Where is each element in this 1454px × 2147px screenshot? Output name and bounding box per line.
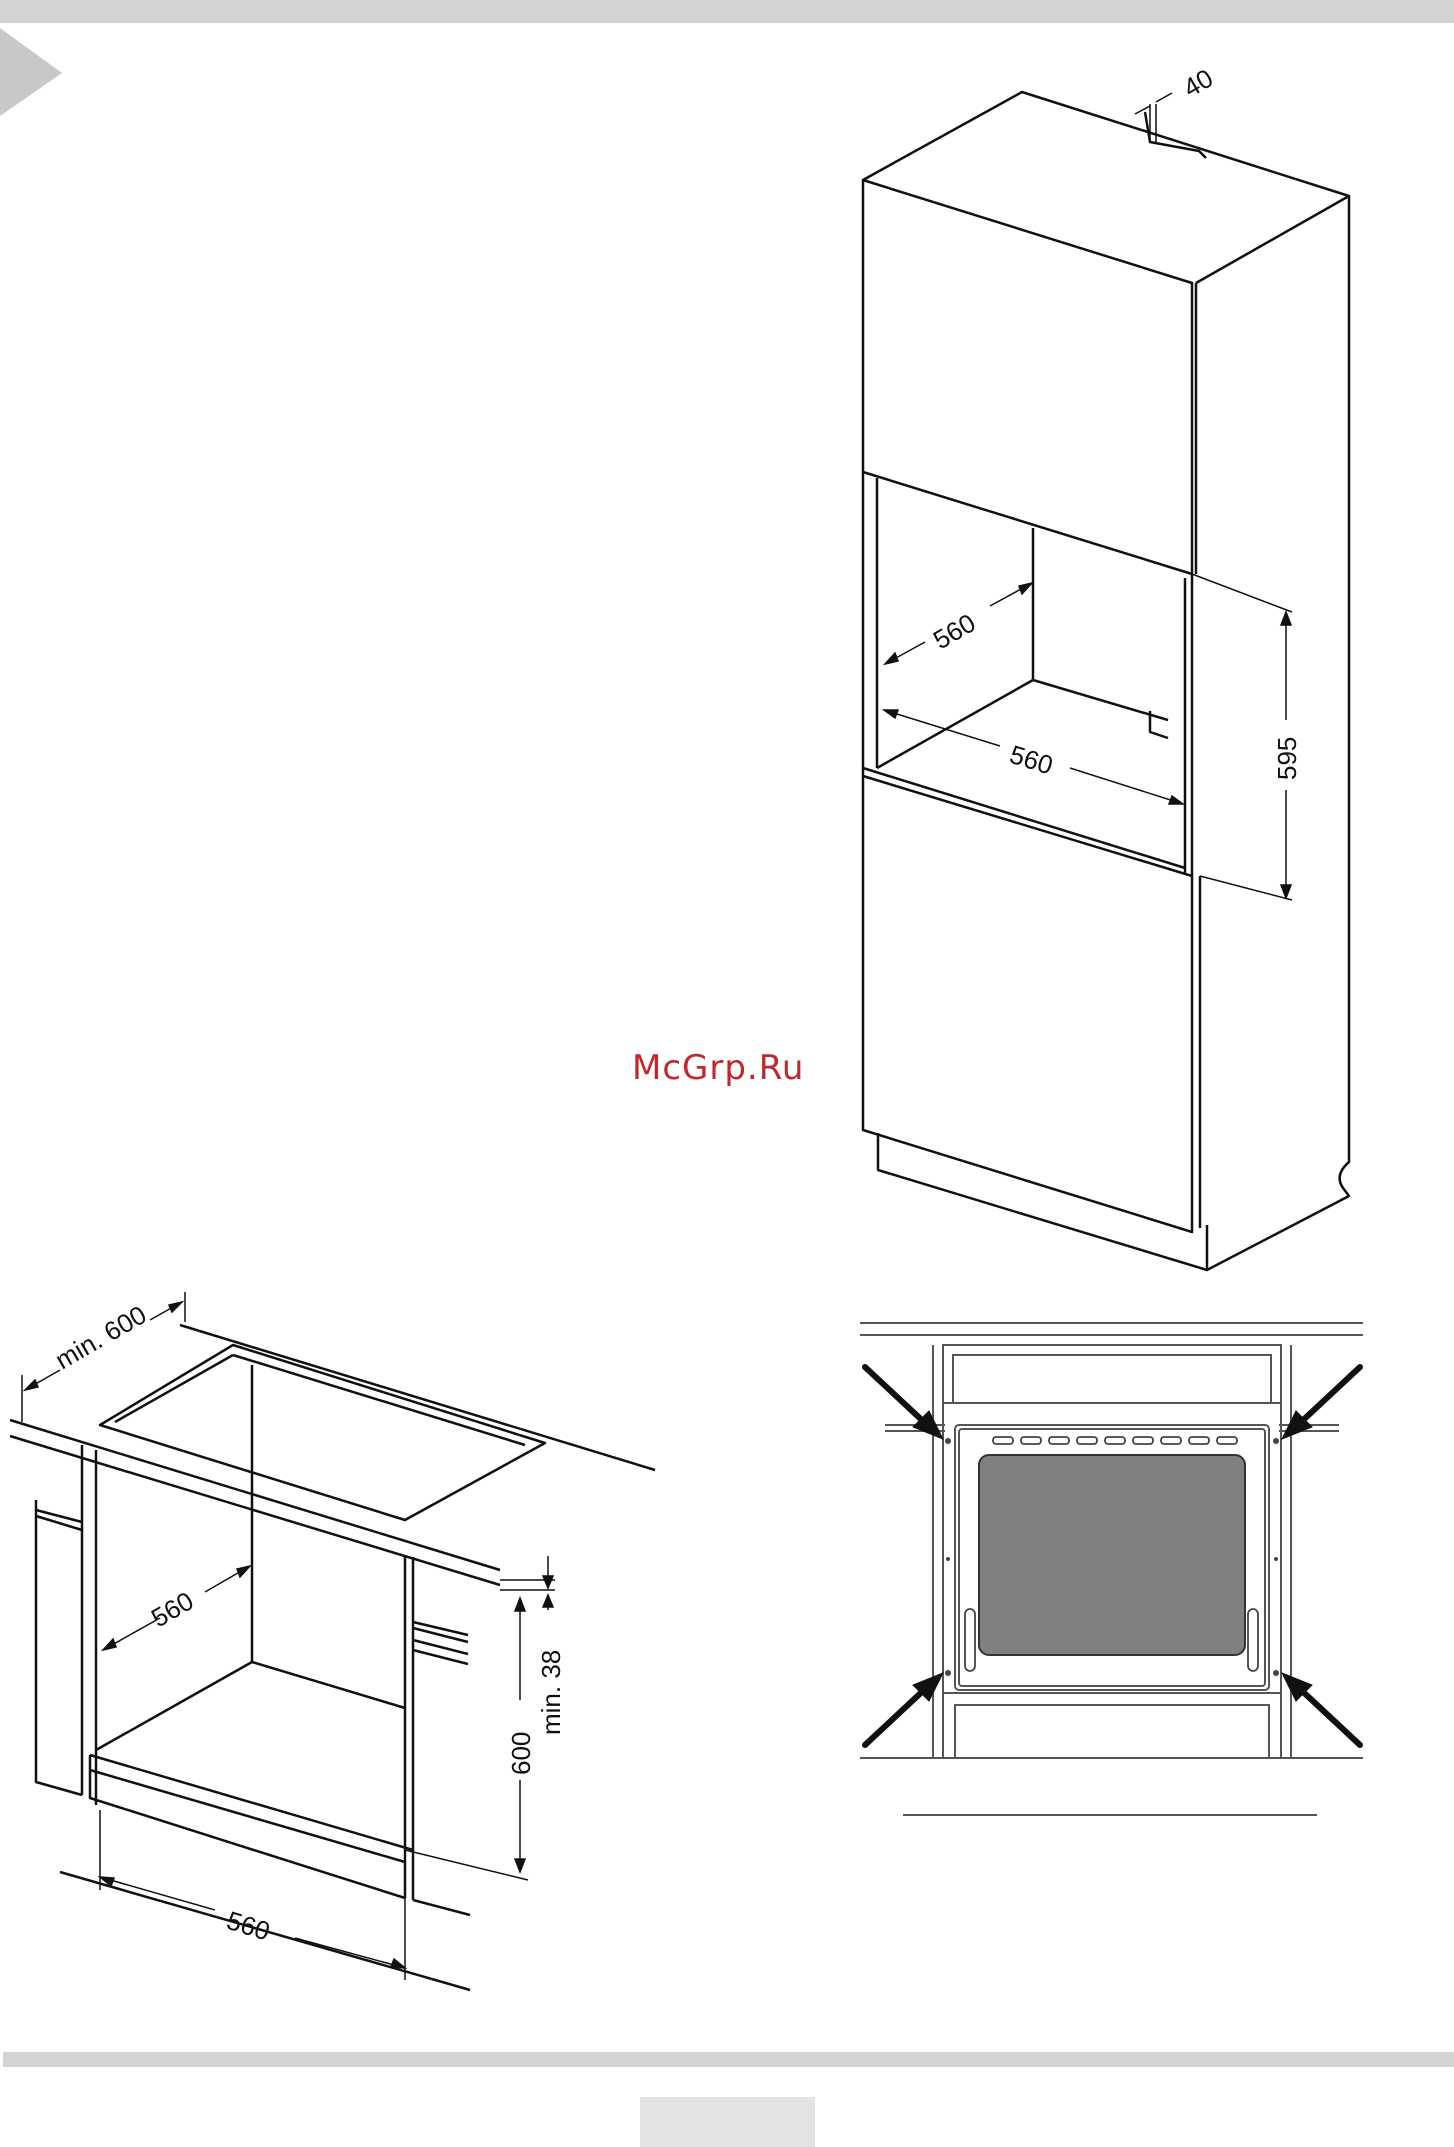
dim-min-gap-label: min. 38 xyxy=(536,1650,566,1735)
bottom-band xyxy=(3,2052,1454,2067)
tall-cabinet-diagram: 40 560 560 595 xyxy=(0,0,1454,1300)
arrow-top-left-icon xyxy=(865,1367,943,1439)
dim-niche-depth-label: 560 xyxy=(928,608,981,656)
arrow-top-right-icon xyxy=(1282,1367,1360,1439)
dim-niche-height-label: 595 xyxy=(1272,737,1302,780)
oven-window xyxy=(979,1455,1245,1655)
dim-depth-label: 560 xyxy=(146,1586,199,1634)
under-counter-diagram: min. 600 560 600 min. 38 560 xyxy=(0,1250,700,2030)
dim-height-label: 600 xyxy=(506,1732,536,1775)
dim-width-label: 560 xyxy=(223,1905,273,1946)
page-number-box xyxy=(640,2097,815,2147)
arrow-bottom-right-icon xyxy=(1282,1673,1360,1745)
arrow-bottom-left-icon xyxy=(865,1673,943,1745)
watermark: McGrp.Ru xyxy=(632,1048,804,1088)
dim-top-gap-label: 40 xyxy=(1178,63,1218,103)
oven-front-diagram xyxy=(855,1315,1375,1825)
dim-niche-width-label: 560 xyxy=(1006,739,1056,780)
dim-min-depth-label: min. 600 xyxy=(50,1299,151,1375)
